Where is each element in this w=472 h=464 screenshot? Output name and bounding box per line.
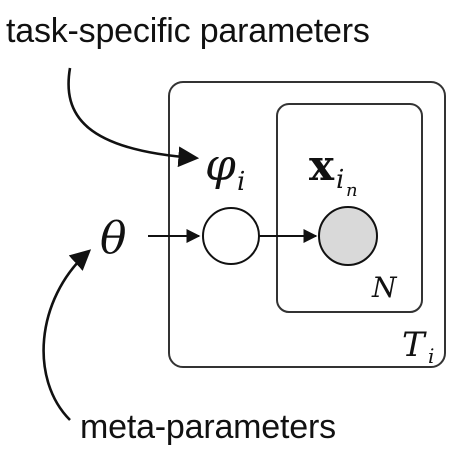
latent-node-phi xyxy=(202,207,260,265)
outer-plate-subscript: i xyxy=(428,344,434,368)
task-specific-parameters-label: task-specific parameters xyxy=(6,12,370,50)
theta-symbol: θ xyxy=(100,213,127,264)
arrow-task-label-to-phi xyxy=(67,67,200,168)
arrow-meta-label-to-theta xyxy=(42,249,92,421)
phi-symbol: φ xyxy=(205,140,236,191)
x-subsubscript: n xyxy=(346,180,358,201)
meta-parameters-label: meta-parameters xyxy=(80,408,336,446)
x-subscript: i xyxy=(336,165,344,195)
inner-plate xyxy=(276,103,423,313)
x-symbol: x xyxy=(309,141,335,190)
outer-plate-label: T xyxy=(402,325,427,365)
inner-plate-label: N xyxy=(371,271,398,304)
observed-node-x xyxy=(318,206,378,266)
phi-subscript: i xyxy=(237,167,245,197)
outer-plate xyxy=(168,81,446,368)
